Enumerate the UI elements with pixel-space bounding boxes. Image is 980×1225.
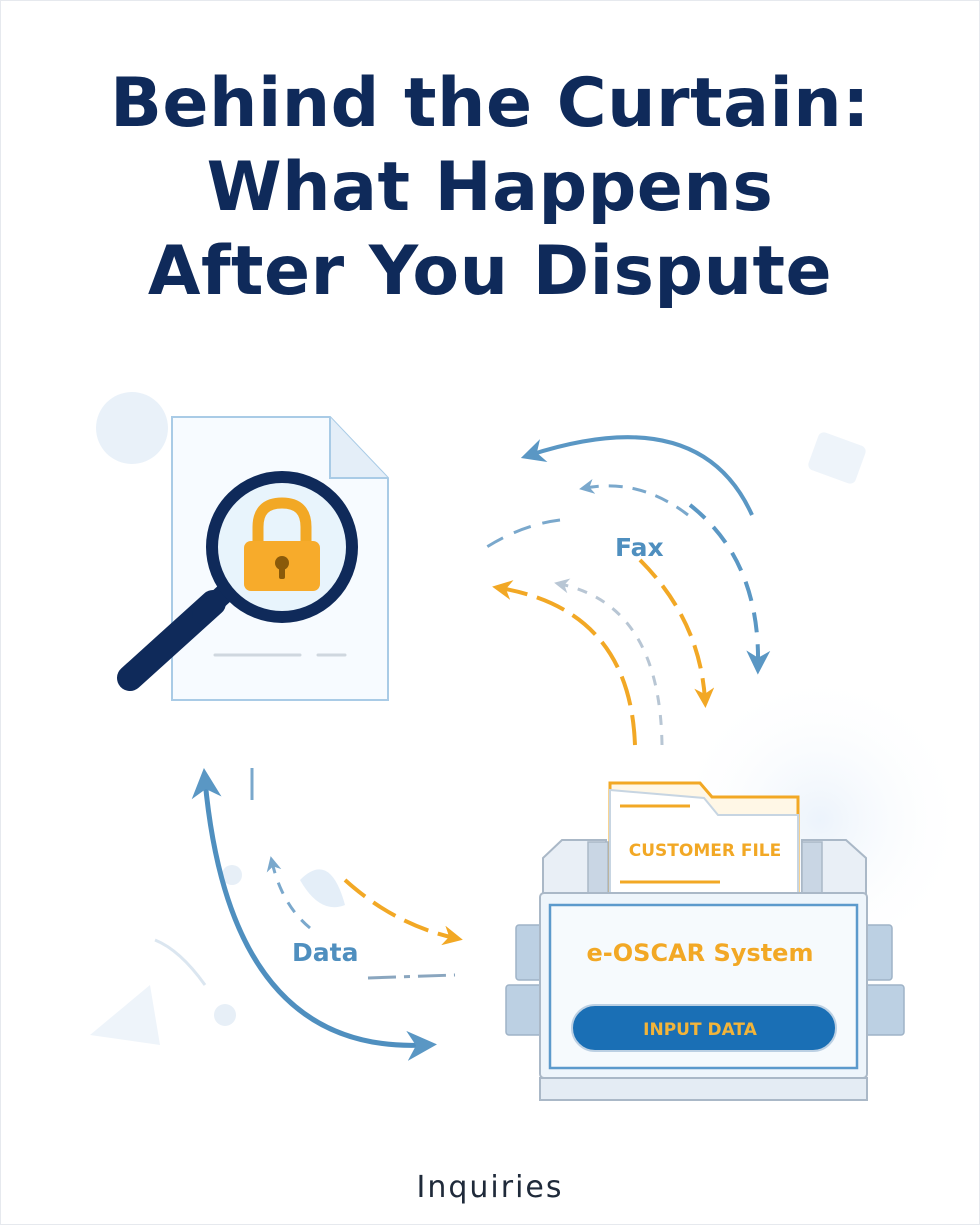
- page-title: Behind the Curtain: What Happens After Y…: [0, 62, 980, 314]
- customer-file-label: CUSTOMER FILE: [629, 841, 782, 861]
- data-label: Data: [292, 938, 358, 967]
- input-data-button-label: INPUT DATA: [643, 1020, 758, 1040]
- input-data-button[interactable]: INPUT DATA: [571, 1004, 837, 1052]
- lock-icon: [244, 497, 320, 591]
- fax-label: Fax: [615, 533, 664, 562]
- title-line-3: After You Dispute: [147, 232, 833, 311]
- footer-caption: Inquiries: [416, 1170, 564, 1205]
- title-line-2: What Happens: [206, 148, 774, 227]
- title-line-1: Behind the Curtain:: [110, 64, 870, 143]
- e-oscar-system-label: e-OSCAR System: [587, 939, 814, 967]
- fax-arrows: [481, 435, 771, 746]
- data-arrows: [154, 768, 463, 1061]
- customer-file-folder: [608, 781, 800, 896]
